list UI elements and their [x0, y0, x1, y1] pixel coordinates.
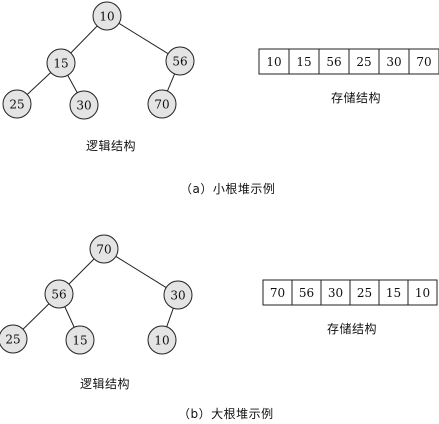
tree-node: 30 [163, 280, 193, 310]
tree-node-value: 15 [53, 57, 68, 71]
array-cell-box [407, 279, 438, 306]
array-cell: 25 [348, 48, 380, 75]
array-cell-value: 10 [415, 286, 430, 300]
array-cell: 25 [349, 279, 380, 306]
array-cell-box [288, 48, 320, 75]
tree-node-value: 15 [72, 334, 87, 348]
array-cell: 30 [378, 48, 410, 75]
tree-edge [26, 72, 52, 95]
caption-b: （b）大根堆示例 [178, 407, 274, 421]
tree-node: 70 [89, 234, 119, 264]
array-cell: 15 [288, 48, 320, 75]
tree-node: 30 [69, 90, 99, 120]
array-cell-value: 25 [357, 286, 372, 300]
array-cell-value: 56 [326, 55, 341, 69]
tree-edge [118, 22, 169, 55]
array-cell-value: 30 [386, 55, 401, 69]
tree-node: 25 [2, 89, 32, 119]
array-cell-value: 30 [328, 286, 343, 300]
tree-node-circle [44, 279, 74, 309]
array-cell-value: 56 [299, 286, 314, 300]
tree-node-circle [92, 1, 122, 31]
tree-node-value: 56 [51, 288, 66, 302]
storage-array-b: 70 56 30 25 15 10 [262, 279, 438, 306]
tree-node-circle [147, 325, 177, 355]
tree-node-circle [46, 48, 76, 78]
storage-label-b: 存储结构 [327, 322, 378, 336]
tree-node-value: 25 [5, 333, 20, 347]
logic-label-b: 逻辑结构 [80, 377, 131, 391]
caption-a: （a）小根堆示例 [180, 182, 276, 196]
array-cell-value: 70 [270, 286, 285, 300]
tree-node-circle [165, 46, 195, 76]
tree-node: 15 [46, 48, 76, 78]
tree-node: 15 [65, 325, 95, 355]
array-cell: 56 [291, 279, 322, 306]
tree-node-value: 70 [154, 98, 169, 112]
tree-node-circle [89, 234, 119, 264]
tree-node-value: 25 [9, 98, 24, 112]
array-cell: 15 [378, 279, 409, 306]
array-cell: 10 [407, 279, 438, 306]
array-cell: 70 [408, 48, 439, 75]
tree-node-value: 30 [170, 289, 185, 303]
tree-edge [115, 255, 167, 289]
tree-node-circle [69, 90, 99, 120]
heap-tree-a: 10 15 56 25 30 70 [2, 1, 195, 120]
array-cell-box [291, 279, 322, 306]
logic-label-a: 逻辑结构 [86, 139, 137, 153]
tree-node-value: 56 [172, 55, 187, 69]
array-cell-value: 15 [296, 55, 311, 69]
tree-node: 10 [147, 325, 177, 355]
array-cell-box [348, 48, 380, 75]
array-cell: 56 [318, 48, 350, 75]
tree-node-value: 10 [99, 10, 114, 24]
tree-node-circle [0, 324, 28, 354]
array-cell-box [320, 279, 351, 306]
array-cell-value: 25 [356, 55, 371, 69]
array-cell-value: 15 [386, 286, 401, 300]
tree-node: 56 [165, 46, 195, 76]
tree-node-circle [147, 89, 177, 119]
array-cell-value: 70 [416, 55, 431, 69]
storage-array-a: 10 15 56 25 30 70 [258, 48, 439, 75]
array-cell: 10 [258, 48, 290, 75]
tree-node: 70 [147, 89, 177, 119]
tree-node-value: 30 [76, 99, 91, 113]
tree-edge [166, 308, 174, 327]
tree-edge [64, 306, 75, 328]
storage-label-a: 存储结构 [331, 91, 382, 105]
tree-edge [22, 303, 50, 330]
tree-node-value: 10 [154, 334, 169, 348]
tree-edge [68, 258, 95, 285]
array-cell-value: 10 [266, 55, 281, 69]
tree-edge [67, 75, 78, 93]
tree-node: 10 [92, 1, 122, 31]
array-cell-box [378, 279, 409, 306]
tree-node-circle [2, 89, 32, 119]
tree-node-circle [163, 280, 193, 310]
array-cell: 70 [262, 279, 293, 306]
tree-node: 25 [0, 324, 28, 354]
tree-node-circle [65, 325, 95, 355]
tree-edge [70, 25, 98, 54]
tree-node-value: 70 [96, 243, 111, 257]
heap-tree-b: 70 56 30 25 15 10 [0, 234, 193, 355]
tree-edge [166, 73, 176, 92]
array-cell: 30 [320, 279, 351, 306]
tree-node: 56 [44, 279, 74, 309]
array-cell-box [408, 48, 439, 75]
